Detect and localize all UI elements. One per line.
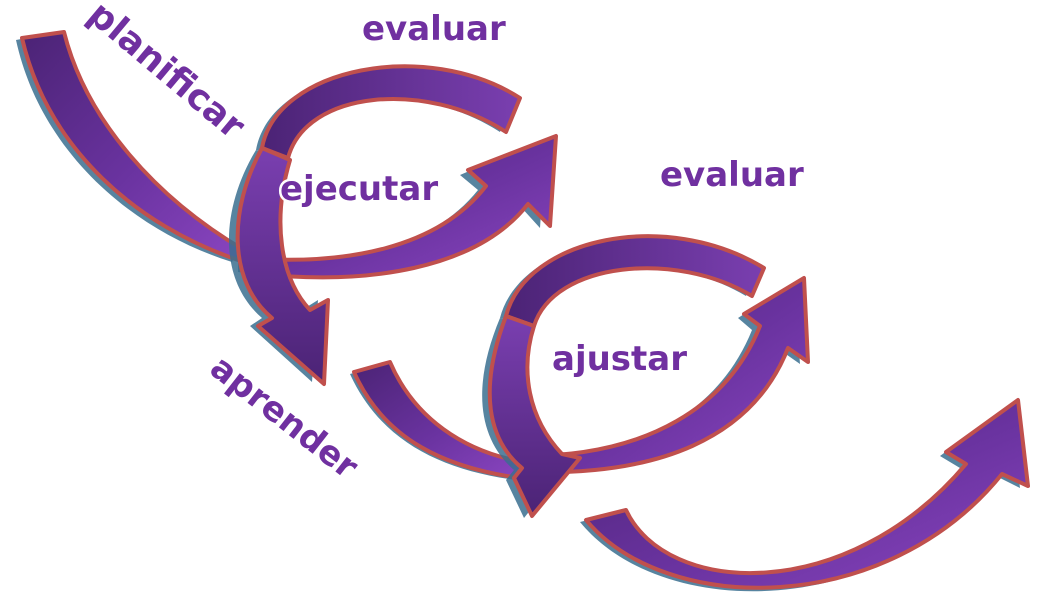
- arrow-loop-2-down: [482, 314, 582, 518]
- label-ejecutar: ejecutar: [280, 169, 438, 209]
- arrow-ejecutar: [238, 134, 558, 280]
- label-evaluar-2: evaluar: [660, 155, 804, 195]
- arrow-evaluar-1-loop: [256, 64, 522, 160]
- label-evaluar-1: evaluar: [362, 9, 506, 49]
- label-aprender: aprender: [202, 348, 365, 488]
- label-ajustar: ajustar: [552, 339, 687, 379]
- arrow-ajustar: [520, 276, 810, 475]
- arrow-final: [580, 398, 1030, 592]
- arrow-aprender: [228, 146, 330, 386]
- arrow-evaluar-2-loop: [500, 234, 766, 328]
